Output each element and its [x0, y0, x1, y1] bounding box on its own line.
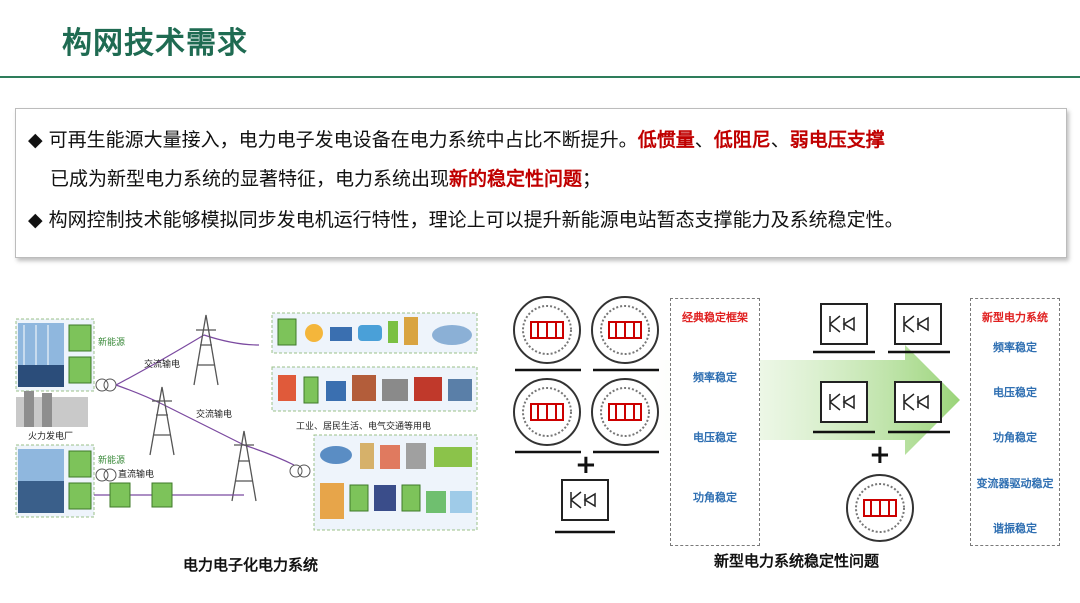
solar-panel-icon — [330, 327, 352, 341]
classic-frame-title: 经典稳定框架 — [682, 311, 748, 324]
building-icon — [320, 483, 344, 519]
converter-icon — [109, 482, 131, 508]
title-divider — [0, 76, 1080, 78]
igbt-converter-icon — [894, 381, 942, 423]
label-thermal-plant: 火力发电厂 — [28, 430, 73, 442]
label-new-energy-1: 新能源 — [98, 336, 125, 348]
wind-icon — [426, 491, 446, 513]
left-caption: 电力电子化电力系统 — [183, 556, 319, 574]
bullet-2-text: 构网控制技术能够模拟同步发电机运行特性，理论上可以提升新能源电站暂态支撑能力及系… — [48, 209, 904, 231]
new-item-converter-driven: 变流器驱动稳定 — [976, 477, 1054, 490]
bullet-line-3: ◆ 构网控制技术能够模拟同步发电机运行特性，理论上可以提升新能源电站暂态支撑能力… — [28, 205, 904, 232]
separator: 、 — [694, 129, 714, 151]
label-dc-transmission: 直流输电 — [118, 468, 154, 480]
transmission-tower-icon — [149, 386, 175, 456]
synchronous-generator-icon — [846, 474, 914, 542]
transmission-tower-icon — [231, 430, 257, 502]
new-item-angle: 功角稳定 — [993, 431, 1037, 444]
classic-item-frequency: 频率稳定 — [693, 371, 737, 384]
station-icon — [434, 447, 472, 467]
bullet-diamond-icon: ◆ — [28, 129, 43, 151]
tank-icon — [448, 379, 472, 401]
converter-icon — [68, 324, 92, 352]
bullet-line-1: ◆ 可再生能源大量接入，电力电子发电设备在电力系统中占比不断提升。低惯量、低阻尼… — [28, 125, 885, 152]
bullet-1-text: 可再生能源大量接入，电力电子发电设备在电力系统中占比不断提升。 — [48, 129, 638, 151]
igbt-converter-icon — [820, 303, 868, 345]
bullet-line-2: 已成为新型电力系统的显著特征，电力系统出现新的稳定性问题； — [50, 164, 601, 191]
right-caption: 新型电力系统稳定性问题 — [714, 552, 880, 570]
new-item-frequency: 频率稳定 — [993, 341, 1037, 354]
page-title: 构网技术需求 — [62, 26, 248, 61]
stadium-icon — [320, 446, 352, 464]
converter-icon — [349, 484, 369, 512]
label-ac-transmission-2: 交流输电 — [196, 408, 232, 420]
refinery-icon — [414, 377, 442, 401]
emphasis-low-inertia: 低惯量 — [637, 129, 695, 151]
factory-icon — [278, 375, 296, 401]
label-loads: 工业、居民生活、电气交通等用电 — [296, 420, 431, 432]
igbt-converter-icon — [555, 479, 615, 534]
igbt-converter-icon — [894, 303, 942, 345]
light-icon — [305, 324, 323, 342]
plus-sign-2: + — [869, 440, 891, 470]
synchronous-generator-icon — [513, 378, 581, 446]
synchronous-generator-icon — [591, 378, 659, 446]
bullet-box: ◆ 可再生能源大量接入，电力电子发电设备在电力系统中占比不断提升。低惯量、低阻尼… — [15, 108, 1067, 258]
separator: 、 — [770, 129, 790, 151]
converter-icon — [151, 482, 173, 508]
converter-icon — [277, 318, 297, 346]
new-item-resonance: 谐振稳定 — [993, 522, 1037, 535]
emphasis-weak-voltage: 弱电压支撑 — [789, 129, 885, 151]
industry-icon — [352, 375, 376, 401]
label-new-energy-2: 新能源 — [98, 454, 125, 466]
solar-panel-icon — [374, 485, 396, 511]
bullet-diamond-icon: ◆ — [28, 209, 43, 231]
classic-item-voltage: 电压稳定 — [693, 431, 737, 444]
emphasis-low-damping: 低阻尼 — [713, 129, 771, 151]
cloud-icon — [450, 491, 472, 513]
classic-stability-frame: 经典稳定框架 频率稳定 电压稳定 功角稳定 — [670, 298, 760, 546]
synchronous-generator-icon — [513, 296, 581, 364]
house-icon — [406, 443, 426, 469]
plus-sign-1: + — [575, 450, 597, 480]
converter-icon — [68, 356, 92, 384]
stability-diagram: + + 经典稳定框架 频率稳定 电压稳定 功角稳定 新型电力系统 频率稳定 电压… — [505, 290, 1070, 550]
solar-wind-farm-icon — [18, 323, 64, 387]
converter-icon — [303, 376, 319, 404]
converter-icon — [68, 450, 92, 478]
building-icon — [360, 443, 374, 469]
synchronous-generator-icon — [591, 296, 659, 364]
power-electronic-system-diagram: 新能源 火力发电厂 新能源 交流输电 交流输电 直流输电 — [15, 312, 478, 531]
classic-item-angle: 功角稳定 — [693, 491, 737, 504]
electric-car-icon — [358, 325, 382, 341]
new-item-voltage: 电压稳定 — [993, 386, 1037, 399]
building-icon — [380, 445, 400, 469]
transmission-tower-icon — [193, 314, 219, 386]
building-icon — [404, 317, 418, 345]
bullet-1-text-cont: 已成为新型电力系统的显著特征，电力系统出现 — [50, 168, 450, 190]
line-end: ； — [582, 168, 602, 190]
motor-icon — [326, 381, 346, 401]
plant-icon — [382, 379, 408, 401]
converter-icon — [68, 482, 92, 510]
stadium-icon — [432, 325, 472, 345]
igbt-converter-icon — [820, 381, 868, 423]
converter-icon — [401, 484, 421, 512]
charger-icon — [388, 321, 398, 343]
emphasis-new-stability: 新的稳定性问题 — [449, 168, 583, 190]
label-ac-transmission-1: 交流输电 — [144, 358, 180, 370]
new-frame-title: 新型电力系统 — [982, 311, 1048, 324]
new-stability-frame: 新型电力系统 频率稳定 电压稳定 功角稳定 变流器驱动稳定 谐振稳定 — [970, 298, 1060, 546]
